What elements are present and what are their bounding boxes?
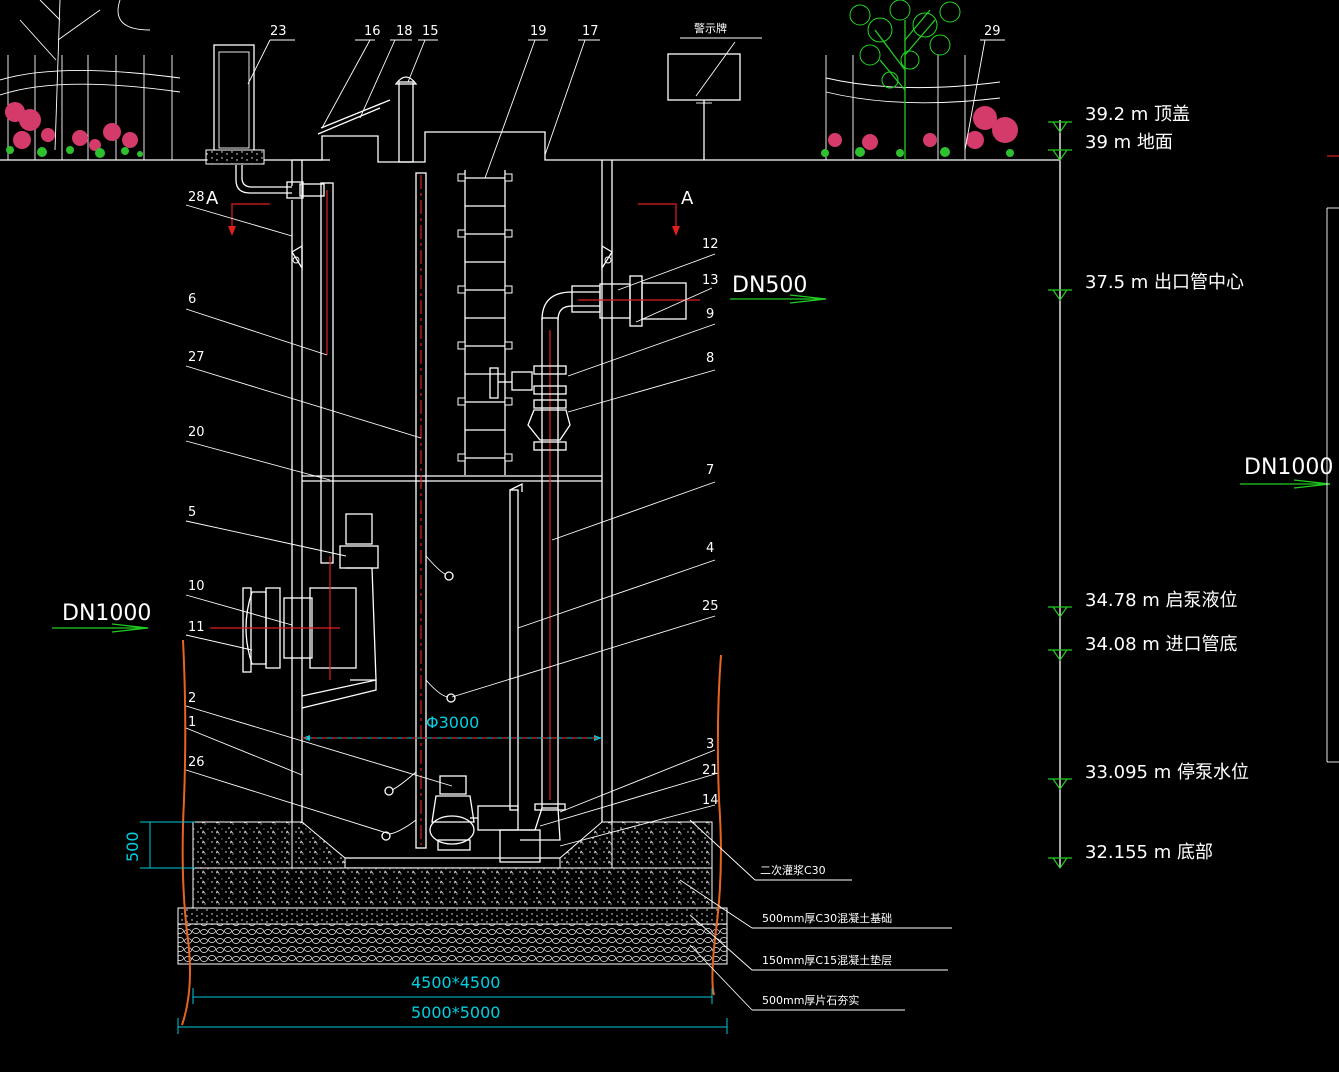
part-19: 19 [530,24,547,39]
base-outer-dimension: 5000*5000 [411,1003,500,1022]
part-3: 3 [706,737,714,752]
warning-sign: 警示牌 [667,21,762,160]
part-7: 7 [706,463,714,478]
warning-sign-label: 警示牌 [694,21,727,35]
right-inlet-pipe-label: DN1000 [1244,455,1333,480]
part-27: 27 [188,350,205,365]
part-leaders [185,39,1005,847]
inlet-pipe-label: DN1000 [62,601,151,626]
well-top-cover [292,76,612,163]
part-18: 18 [396,24,413,39]
section-marks: A A [206,188,694,236]
right-landscape [821,0,1018,160]
part-21: 21 [702,763,719,778]
part-17: 17 [582,24,599,39]
elevation-bottom: 32.155 m 底部 [1085,842,1213,863]
elevation-top-cover: 39.2 m 顶盖 [1085,104,1190,125]
part-12: 12 [702,237,719,252]
inlet-pump-assembly [210,513,379,681]
base-inner-dimension: 4500*4500 [411,973,500,992]
float-switches [381,555,456,841]
part-29: 29 [984,24,1001,39]
submersible-pump [429,775,541,863]
excavation-lines [181,639,722,1026]
section-mark-left: A [206,188,219,209]
well-body [277,160,627,869]
part-11: 11 [188,620,205,635]
ladder [457,170,513,475]
part-26: 26 [188,755,205,770]
guide-rail-and-vent [286,172,427,849]
dimension-lines: Φ3000 500 4500*4500 5000*5000 [123,713,728,1034]
part-28: 28 [188,190,205,205]
left-landscape [0,0,181,160]
diameter-dimension: Φ3000 [426,713,479,732]
part-6: 6 [188,292,196,307]
part-14: 14 [702,793,719,808]
part-8: 8 [706,351,714,366]
elevation-scale: 39.2 m 顶盖 39 m 地面 37.5 m 出口管中心 34.78 m 启… [1048,104,1249,870]
part-4: 4 [706,541,714,556]
control-cabinet [205,44,292,194]
part-10: 10 [188,579,205,594]
inner-pipe [509,482,523,811]
elevation-pump-start: 34.78 m 启泵液位 [1085,590,1238,611]
elevation-pump-stop: 33.095 m 停泵水位 [1085,762,1249,783]
section-mark-right: A [681,188,694,209]
part-20: 20 [188,425,205,440]
layer-grout: 二次灌浆C30 [760,863,826,877]
part-1: 1 [188,715,196,730]
depth-dimension: 500 [123,831,142,862]
part-9: 9 [706,307,714,322]
part-23: 23 [270,24,287,39]
layer-gravel: 500mm厚片石夯实 [762,993,859,1007]
layer-foundation: 500mm厚C30混凝土基础 [762,911,892,925]
discharge-pipe-system [489,275,700,841]
part-25: 25 [702,599,719,614]
part-13: 13 [702,273,719,288]
part-15: 15 [422,24,439,39]
right-edge-frame [1326,155,1339,763]
layer-cushion: 150mm厚C15混凝土垫层 [762,953,892,967]
elevation-inlet-bottom: 34.08 m 进口管底 [1085,634,1238,655]
pipe-labels: DN500 DN1000 DN1000 [52,273,1333,633]
part-number-labels: 23 16 18 15 19 17 29 28 12 13 9 8 7 6 27… [188,24,1001,808]
outlet-pipe-label: DN500 [732,273,807,298]
part-2: 2 [188,691,196,706]
part-5: 5 [188,505,196,520]
layer-callouts: 二次灌浆C30 500mm厚C30混凝土基础 150mm厚C15混凝土垫层 50… [679,819,952,1011]
elevation-outlet-center: 37.5 m 出口管中心 [1085,272,1244,293]
elevation-ground: 39 m 地面 [1085,132,1173,153]
foundation-layers [177,821,728,965]
part-16: 16 [364,24,381,39]
